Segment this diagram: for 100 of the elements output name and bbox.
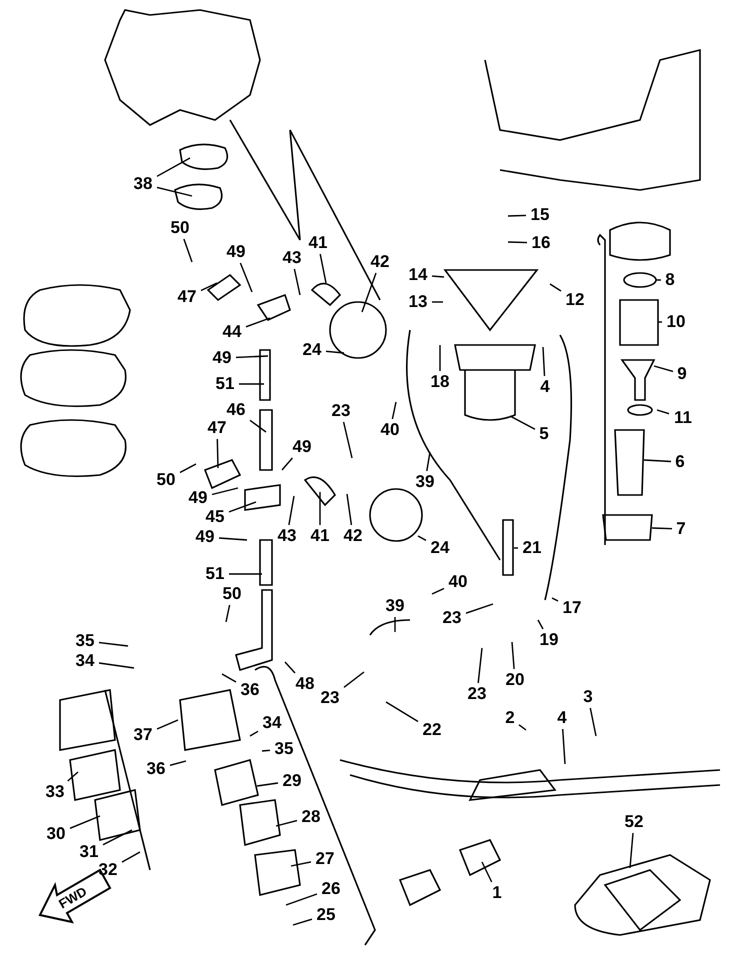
callout-number: 13: [408, 293, 428, 311]
leader-line: [629, 832, 634, 868]
callout-number: 42: [370, 253, 390, 271]
callout-number: 47: [178, 288, 196, 306]
callout-number: 38: [134, 175, 152, 193]
callout-number: 49: [212, 349, 232, 367]
callout-number: 10: [666, 313, 686, 331]
leader-line: [256, 782, 278, 787]
callout-number: 43: [278, 527, 296, 545]
leader-line: [262, 750, 270, 752]
callout-number: 36: [146, 760, 166, 778]
callout-number: 45: [206, 508, 224, 526]
leader-line: [292, 918, 312, 926]
callout-number: 2: [505, 709, 515, 727]
leader-line: [276, 820, 298, 827]
callout-number: 22: [422, 721, 442, 739]
leader-line: [478, 648, 483, 684]
leader-line: [346, 494, 352, 526]
callout-number: 50: [222, 585, 242, 603]
leader-line: [518, 724, 526, 731]
callout-number: 35: [76, 632, 94, 650]
callout-number: 39: [386, 597, 404, 615]
callout-number: 5: [539, 425, 549, 443]
leader-line: [183, 238, 193, 262]
callout-number: 19: [540, 631, 558, 649]
callout-number: 33: [46, 783, 64, 801]
callout-number: 43: [282, 249, 302, 267]
callout-number: 50: [156, 471, 176, 489]
callout-number: 32: [98, 861, 118, 879]
callout-number: 4: [540, 378, 550, 396]
callout-number: 14: [408, 266, 428, 284]
leader-line: [180, 463, 196, 474]
leader-line: [281, 458, 293, 470]
leader-line: [170, 760, 186, 766]
leader-line: [290, 861, 312, 867]
leader-line: [250, 730, 258, 737]
leader-line: [284, 662, 296, 674]
leader-line: [98, 642, 128, 647]
leader-line: [656, 409, 670, 414]
leader-line: [294, 268, 301, 296]
leader-line: [426, 452, 431, 472]
callout-number: 23: [332, 402, 350, 420]
leader-line: [342, 422, 353, 458]
callout-number: 40: [380, 421, 400, 439]
callout-number: 41: [308, 234, 328, 252]
leader-line: [514, 547, 518, 549]
leader-line: [542, 346, 546, 376]
leader-line: [236, 355, 268, 358]
leader-line: [156, 157, 190, 177]
callout-number: 31: [80, 843, 98, 861]
leader-line: [508, 214, 526, 217]
callout-number: 34: [262, 714, 282, 732]
callout-number: 23: [442, 609, 462, 627]
callout-number: 4: [557, 709, 567, 727]
leader-line: [658, 321, 662, 323]
leader-line: [361, 272, 377, 312]
callout-number: 26: [322, 880, 340, 898]
callout-number: 49: [196, 528, 214, 546]
leader-line: [288, 496, 295, 526]
leader-line: [439, 345, 441, 371]
leader-line: [156, 186, 192, 197]
callout-number: 34: [76, 652, 94, 670]
leader-line: [228, 501, 256, 513]
callout-number: 52: [624, 813, 644, 831]
callout-number: 42: [344, 527, 362, 545]
leader-line: [656, 279, 661, 281]
callout-number: 18: [430, 373, 450, 391]
callout-number: 28: [302, 808, 320, 826]
callout-number: 51: [216, 375, 234, 393]
callout-number: 1: [492, 884, 502, 902]
callout-number: 49: [292, 438, 312, 456]
callout-number: 17: [562, 599, 582, 617]
callout-number: 7: [676, 520, 686, 538]
leader-line: [250, 420, 266, 433]
leader-line: [392, 402, 397, 420]
callout-number: 40: [448, 573, 468, 591]
leader-line: [562, 728, 566, 764]
leader-line: [550, 283, 562, 292]
callout-number: 51: [206, 565, 224, 583]
leader-line: [654, 365, 674, 372]
leader-line: [246, 317, 270, 328]
callout-number: 16: [532, 234, 550, 252]
leader-line: [344, 671, 364, 688]
leader-line: [590, 708, 597, 736]
leader-line: [70, 815, 100, 829]
callout-number: 30: [46, 825, 66, 843]
callout-number: 48: [296, 675, 314, 693]
callout-number: 15: [530, 206, 550, 224]
leader-line: [320, 254, 327, 284]
callout-number: 25: [316, 906, 336, 924]
callout-number: 11: [674, 409, 692, 427]
leader-line: [122, 851, 140, 863]
leader-line: [67, 771, 78, 782]
callout-number: 21: [522, 539, 542, 557]
leader-line: [537, 620, 544, 630]
leader-line: [200, 282, 218, 292]
leader-line: [394, 617, 396, 632]
callout-number: 39: [416, 473, 434, 491]
leader-line: [432, 588, 444, 595]
callout-number: 6: [675, 453, 685, 471]
